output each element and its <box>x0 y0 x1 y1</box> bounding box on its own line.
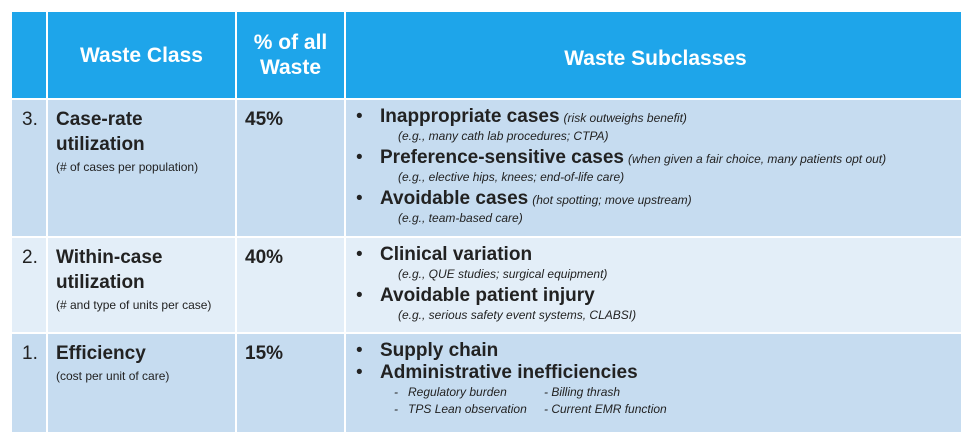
list-item: • Supply chain <box>356 340 955 362</box>
table-row: 1. Efficiency (cost per unit of care) 15… <box>12 334 961 434</box>
row-number: 3. <box>12 100 48 236</box>
header-waste-subclasses: Waste Subclasses <box>564 46 747 70</box>
sub-item-label: Current EMR function <box>551 402 667 416</box>
subclass-example: (e.g., many cath lab procedures; CTPA) <box>398 129 609 143</box>
subclasses-cell: • Supply chain • Administrative ineffici… <box>346 334 961 432</box>
bullet-icon: • <box>356 285 363 306</box>
bullet-icon: • <box>356 147 363 168</box>
waste-class-cell: Case-rate utilization (# of cases per po… <box>48 100 237 236</box>
dash-icon: - <box>544 385 548 399</box>
waste-percent: 40% <box>237 238 346 332</box>
subclass-title: Supply chain <box>380 340 499 361</box>
dash-icon: - <box>394 385 398 399</box>
subclass-example: (e.g., serious safety event systems, CLA… <box>398 308 637 322</box>
waste-percent: 45% <box>237 100 346 236</box>
sub-item: - Billing thrash <box>544 384 704 401</box>
sub-item-grid: - Regulatory burden - Billing thrash - T… <box>356 384 955 418</box>
bullet-icon: • <box>356 106 363 127</box>
list-item: • Inappropriate cases(risk outweighs ben… <box>356 106 955 128</box>
row-number: 1. <box>12 334 48 432</box>
sub-item: - TPS Lean observation <box>394 401 544 418</box>
subclass-example: (e.g., QUE studies; surgical equipment) <box>398 267 608 281</box>
bullet-icon: • <box>356 362 363 383</box>
sub-item-label: Billing thrash <box>551 385 621 399</box>
row-number: 2. <box>12 238 48 332</box>
sub-item: - Current EMR function <box>544 401 704 418</box>
waste-percent: 15% <box>237 334 346 432</box>
bullet-icon: • <box>356 244 363 265</box>
subclasses-cell: • Clinical variation (e.g., QUE studies;… <box>346 238 961 332</box>
dash-icon: - <box>394 402 398 416</box>
header-waste-class: Waste Class <box>48 12 237 98</box>
waste-class-note: (cost per unit of care) <box>56 369 170 383</box>
list-item: • Preference-sensitive cases (when given … <box>356 147 955 169</box>
subclass-example: (e.g., team-based care) <box>398 211 523 225</box>
subclasses-cell: • Inappropriate cases(risk outweighs ben… <box>346 100 961 236</box>
header-num <box>12 12 48 98</box>
waste-class-note: (# of cases per population) <box>56 160 199 174</box>
list-item: • Administrative inefficiencies <box>356 362 955 384</box>
table-row: 2. Within-case utilization (# and type o… <box>12 238 961 334</box>
sub-item: - Regulatory burden <box>394 384 544 401</box>
subclass-title: Inappropriate cases <box>380 106 560 127</box>
header-percent: % of all Waste <box>237 12 346 98</box>
subclass-note: (risk outweighs benefit) <box>563 111 687 125</box>
table-row: 3. Case-rate utilization (# of cases per… <box>12 100 961 238</box>
subclass-title: Clinical variation <box>380 244 533 265</box>
list-item: • Avoidable patient injury <box>356 285 955 307</box>
table-header: Waste Class % of all Waste Waste Subclas… <box>12 12 961 100</box>
list-item: • Avoidable cases(hot spotting; move ups… <box>356 188 955 210</box>
waste-table: Waste Class % of all Waste Waste Subclas… <box>12 12 961 434</box>
waste-class-note: (# and type of units per case) <box>56 298 212 312</box>
subclass-title: Preference-sensitive cases <box>380 147 624 168</box>
waste-class-title: Case-rate utilization <box>56 109 145 155</box>
waste-class-title: Efficiency <box>56 343 146 364</box>
dash-icon: - <box>544 402 548 416</box>
waste-class-cell: Efficiency (cost per unit of care) <box>48 334 237 432</box>
subclass-note: (when given a fair choice, many patients… <box>628 152 887 166</box>
bullet-icon: • <box>356 188 363 209</box>
subclass-title: Administrative inefficiencies <box>380 362 638 383</box>
sub-item-label: TPS Lean observation <box>408 402 527 416</box>
subclass-title: Avoidable patient injury <box>380 285 595 306</box>
sub-item-label: Regulatory burden <box>408 385 507 399</box>
subclass-note: (hot spotting; move upstream) <box>532 193 692 207</box>
subclass-example: (e.g., elective hips, knees; end-of-life… <box>398 170 625 184</box>
waste-class-title: Within-case utilization <box>56 247 163 293</box>
list-item: • Clinical variation <box>356 244 955 266</box>
subclass-title: Avoidable cases <box>380 188 529 209</box>
bullet-icon: • <box>356 340 363 361</box>
waste-class-cell: Within-case utilization (# and type of u… <box>48 238 237 332</box>
